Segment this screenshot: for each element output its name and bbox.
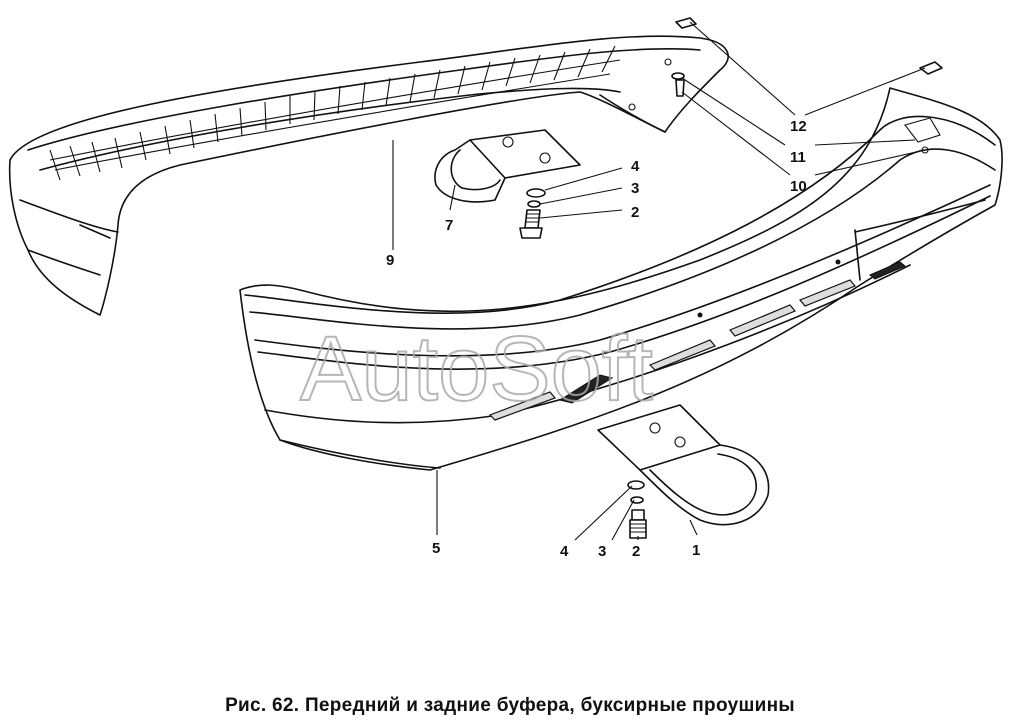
rear-tow-eye	[434, 129, 581, 239]
rear-bumper	[8, 35, 729, 316]
figure-caption: Рис. 62. Передний и задние буфера, букси…	[225, 695, 795, 716]
callout-7: 7	[445, 217, 453, 234]
front-tow-eye	[597, 404, 770, 539]
callout-1: 1	[692, 542, 700, 559]
bumper-exploded-diagram: AutoSoft 1 2 2 3 3 4 4 5 7 9 10 11 12	[8, 17, 1003, 560]
callout-labels: 1 2 2 3 3 4 4 5 7 9 10 11 12	[386, 118, 807, 560]
callout-9: 9	[386, 252, 394, 269]
callout-2-lower: 2	[632, 543, 640, 560]
rear-bumper-ribs	[49, 45, 621, 181]
callout-2-upper: 2	[631, 204, 639, 221]
callout-5: 5	[432, 540, 440, 557]
callout-11: 11	[790, 149, 806, 166]
front-bumper	[239, 87, 1003, 471]
watermark: AutoSoft	[300, 318, 653, 420]
callout-3-upper: 3	[631, 180, 639, 197]
callout-4-upper: 4	[631, 158, 640, 175]
callout-3-lower: 3	[598, 543, 606, 560]
callout-12: 12	[790, 118, 807, 135]
callout-4-lower: 4	[560, 543, 569, 560]
bumper-fasteners	[671, 17, 943, 97]
leader-lines	[392, 21, 926, 541]
callout-10: 10	[790, 178, 807, 195]
